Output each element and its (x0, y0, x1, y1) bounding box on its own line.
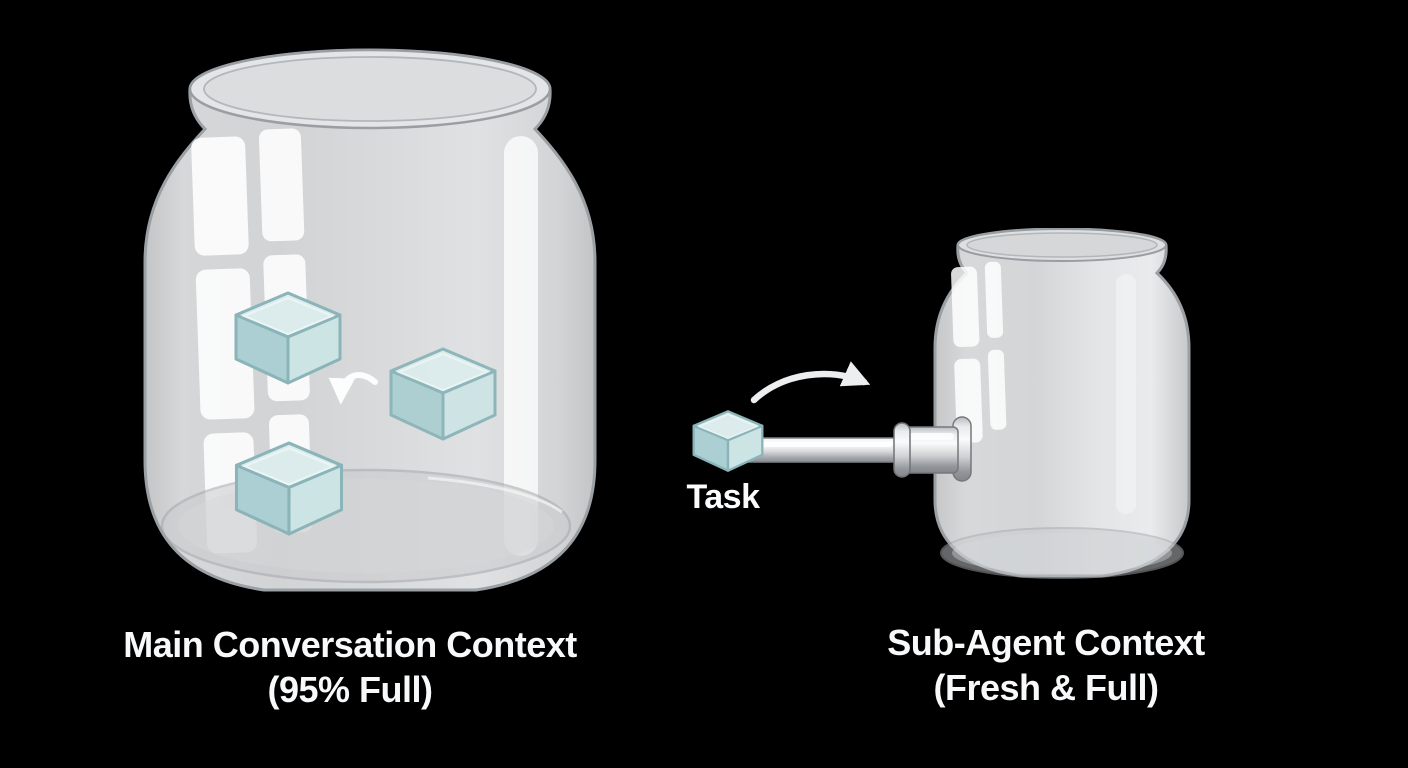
jar-floor (160, 468, 572, 584)
transfer-arrow-icon (750, 361, 871, 404)
glass-reflection-highlights (951, 261, 1007, 443)
sub-agent-jar-illustration (933, 228, 1191, 579)
task-cube-label: Task (686, 478, 760, 516)
glass-side-highlight (1116, 274, 1136, 514)
sub-agent-subtitle: (Fresh & Full) (933, 667, 1160, 708)
task-transfer-assembly (692, 361, 972, 482)
tube-flange (893, 416, 972, 482)
main-context-title: Main Conversation Context (123, 624, 577, 665)
jar-floor (940, 527, 1184, 579)
sub-agent-title: Sub-Agent Context (887, 622, 1205, 663)
main-context-caption: Main Conversation Context (95% Full) (70, 622, 630, 712)
main-context-subtitle: (95% Full) (267, 669, 433, 710)
drop-arrow-icon (328, 372, 378, 405)
main-context-jar-illustration (143, 48, 597, 592)
glass-side-highlight (504, 136, 538, 556)
sub-agent-caption: Sub-Agent Context (Fresh & Full) (820, 620, 1272, 710)
